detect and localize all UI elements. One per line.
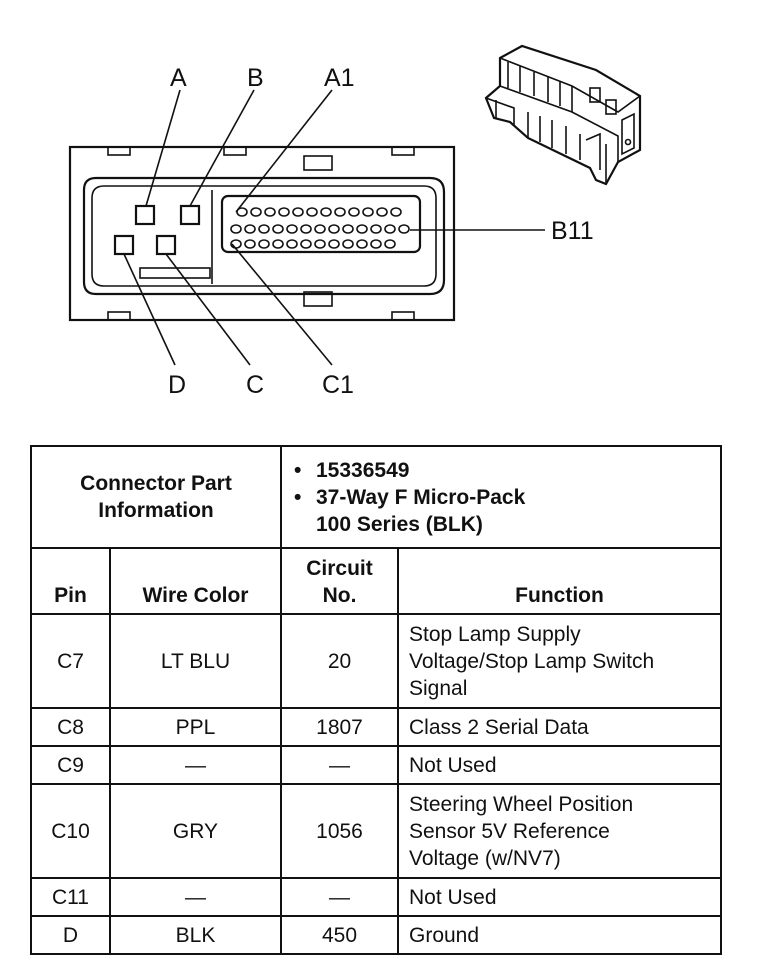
label-d: D [168,371,186,399]
function-line: Sensor 5V Reference [409,819,610,843]
circuit-cell: 450 [280,915,399,955]
pin-cell: C7 [30,613,111,709]
connector-part-info: • 15336549 • 37-Way F Micro-Pack 100 Ser… [279,445,723,549]
col-header-pin: Pin [30,547,111,615]
label-c1: C1 [322,371,354,399]
connector-info-table: Connector Part Information • 15336549 • … [30,445,723,955]
function-line: Not Used [409,885,497,909]
pin-cell: C8 [30,707,111,747]
col-header-wire-color: Wire Color [109,547,282,615]
col-header-function: Function [396,547,723,615]
circuit-cell: 1807 [280,707,399,747]
function-cell: Not Used [396,877,723,917]
connector-part-info-title: Connector Part Information [30,445,282,549]
leader-lines [123,89,545,366]
function-line: Ground [409,923,480,947]
wire-color-cell: BLK [109,915,282,955]
function-cell: Not Used [396,745,723,785]
circuit-cell: 20 [280,613,399,709]
table-row: C9——Not Used [30,745,723,785]
connector-type-line-2: 100 Series (BLK) [316,512,483,536]
pin-cell: C10 [30,783,111,879]
pin-row-a [236,207,402,217]
function-line: Voltage (w/NV7) [409,846,561,870]
connector-type-item: • 37-Way F Micro-Pack 100 Series (BLK) [294,484,708,538]
part-number: 15336549 [316,458,410,482]
pin-row-b [230,224,410,234]
cavity-d [113,234,135,256]
function-cell: Class 2 Serial Data [396,707,723,747]
table-header-row: Connector Part Information • 15336549 • … [30,445,723,549]
wire-color-cell: — [109,745,282,785]
function-line: Class 2 Serial Data [409,715,589,739]
function-line: Stop Lamp Supply [409,622,581,646]
cavity-c [155,234,177,256]
pin-cell: D [30,915,111,955]
pin-row-c [230,239,396,249]
wire-color-cell: LT BLU [109,613,282,709]
function-line: Voltage/Stop Lamp Switch [409,649,655,673]
wire-color-cell: — [109,877,282,917]
circuit-cell: 1056 [280,783,399,879]
function-line: Signal [409,676,468,700]
label-b11: B11 [551,217,594,245]
col-header-circuit: Circuit No. [280,547,399,615]
label-b: B [247,64,264,92]
part-number-item: • 15336549 [294,457,708,484]
label-a: A [170,64,187,92]
label-a1: A1 [324,64,355,92]
function-line: Steering Wheel Position [409,792,634,816]
function-line: Not Used [409,753,497,777]
table-row: C11——Not Used [30,877,723,917]
bullet: • [294,458,302,482]
circuit-cell: — [280,745,399,785]
pin-cell: C11 [30,877,111,917]
circuit-header-line-2: No. [322,584,357,607]
wire-color-cell: GRY [109,783,282,879]
cavity-b [179,204,201,226]
title-line-1: Connector Part [80,472,232,495]
label-c: C [246,371,264,399]
circuit-header-line-1: Circuit [306,557,373,580]
connector-diagram: A B A1 B11 D C C1 [68,44,642,399]
wire-color-cell: PPL [109,707,282,747]
function-cell: Ground [396,915,723,955]
connector-3d-illustration [484,44,642,186]
connector-type-line-1: 37-Way F Micro-Pack [316,485,526,509]
bullet: • [294,485,302,509]
connector-face [68,145,456,322]
title-line-2: Information [98,499,214,522]
column-header-row: Pin Wire Color Circuit No. Function [30,547,723,615]
circuit-cell: — [280,877,399,917]
cavity-a [134,204,156,226]
pin-cell: C9 [30,745,111,785]
